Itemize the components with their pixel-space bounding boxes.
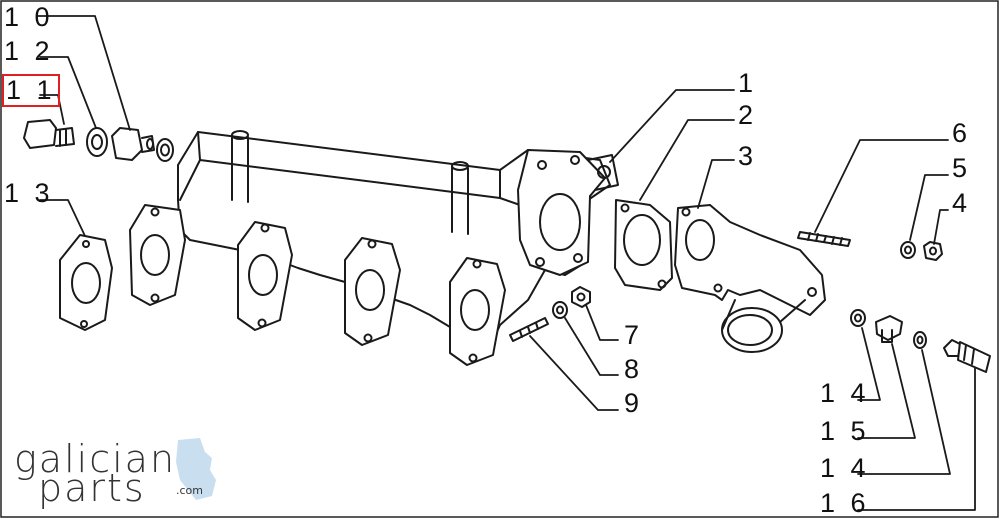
outlet-elbow-part[interactable] [674,204,826,353]
sensor-16-part[interactable] [943,339,991,373]
stud-6-part[interactable] [797,231,851,247]
leader-16 [857,367,976,511]
logo-domain: .com [176,484,203,497]
callout-2[interactable]: 2 [738,100,758,130]
leader-5 [909,174,949,241]
washer-5-part[interactable] [900,241,916,259]
leader-8 [564,317,619,376]
plug-15-part[interactable] [875,315,903,343]
leader-14b [857,349,951,475]
callout-5[interactable]: 5 [952,153,972,183]
leader-15 [857,343,916,439]
logo-text-line2: parts [38,466,146,510]
leader-11 [39,94,65,125]
logo-map-icon [176,438,216,500]
nut-7-part[interactable] [571,286,591,308]
leader-6 [814,139,949,233]
washer-10b-part[interactable] [156,138,174,162]
leader-7 [585,304,619,341]
exhaust-manifold-part[interactable] [129,130,619,366]
stud-9-part[interactable] [509,317,549,342]
callout-9[interactable]: 9 [624,388,644,418]
callout-16[interactable]: 1 6 [820,488,870,518]
sensor-11-part[interactable] [23,119,75,149]
port-gasket-part[interactable] [59,234,113,331]
callout-10[interactable]: 1 0 [4,2,54,32]
leader-2 [639,119,735,201]
callout-12[interactable]: 1 2 [4,36,54,66]
callout-14a[interactable]: 1 4 [820,378,870,408]
washer-14a-part[interactable] [850,309,866,327]
callout-1[interactable]: 1 [738,68,758,98]
washer-8-part[interactable] [552,301,568,319]
logo-text-line1: galician [14,437,177,481]
washer-14b-part[interactable] [913,331,927,349]
leader-12 [39,56,97,129]
callout-3[interactable]: 3 [738,141,758,171]
washer-12-part[interactable] [86,127,108,157]
leader-4 [933,209,949,245]
callout-7[interactable]: 7 [624,320,644,350]
outlet-gasket-part[interactable] [614,199,673,291]
leader-14a [857,327,881,401]
leader-3 [697,159,735,209]
adapter-10-part[interactable] [111,127,155,161]
leader-13 [39,199,86,237]
callout-11-selected[interactable]: 1 1 [2,74,60,107]
nut-4-part[interactable] [923,241,943,261]
callout-13[interactable]: 1 3 [4,178,54,208]
callout-6[interactable]: 6 [952,118,972,148]
leader-10 [37,15,131,131]
leader-1 [609,89,735,163]
callout-14b[interactable]: 1 4 [820,453,870,483]
callout-8[interactable]: 8 [624,354,644,384]
callout-4[interactable]: 4 [952,188,972,218]
callout-15[interactable]: 1 5 [820,416,870,446]
leader-9 [529,335,619,411]
